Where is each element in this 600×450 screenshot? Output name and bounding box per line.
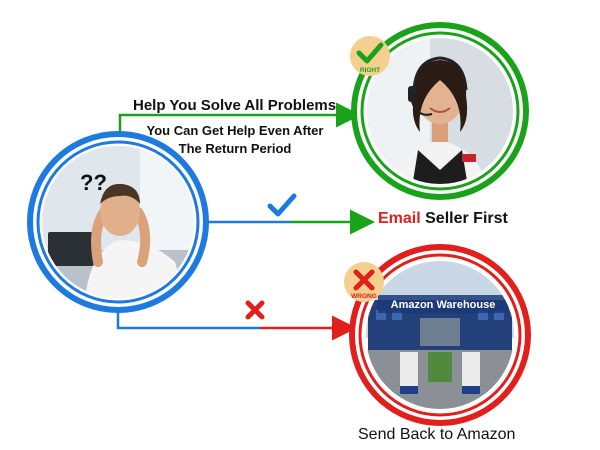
badge-cross-icon <box>353 269 375 291</box>
support-agent-illustration <box>367 38 513 184</box>
top-path-sub-label: You Can Get Help Even After The Return P… <box>120 122 350 158</box>
top-path-label: Help You Solve All Problems <box>133 97 337 114</box>
wrong-badge-text: WRONG <box>351 293 377 300</box>
top-path-sub-line1: You Can Get Help Even After <box>146 123 324 138</box>
bottom-path-label: Send Back to Amazon <box>358 426 516 443</box>
confused-person-illustration <box>42 146 194 298</box>
right-choice-node: RIGHT <box>350 22 529 200</box>
warehouse-sign: Amazon Warehouse <box>391 299 496 311</box>
wrong-choice-node: Amazon Warehouse WRONG <box>344 244 531 426</box>
wrong-badge: WRONG <box>344 262 384 302</box>
right-badge: RIGHT <box>350 36 390 76</box>
right-badge-text: RIGHT <box>360 67 380 74</box>
middle-accent-word: Email <box>378 210 421 227</box>
check-icon <box>267 193 297 217</box>
middle-path-label: Email Seller First <box>378 210 508 228</box>
badge-check-icon <box>356 42 384 64</box>
customer-node: ?? <box>27 131 209 313</box>
warehouse-illustration <box>366 261 514 409</box>
top-path-sub-line2: The Return Period <box>178 141 292 156</box>
cross-icon <box>245 300 265 320</box>
question-marks: ?? <box>80 170 107 195</box>
middle-rest: Seller First <box>420 210 508 227</box>
